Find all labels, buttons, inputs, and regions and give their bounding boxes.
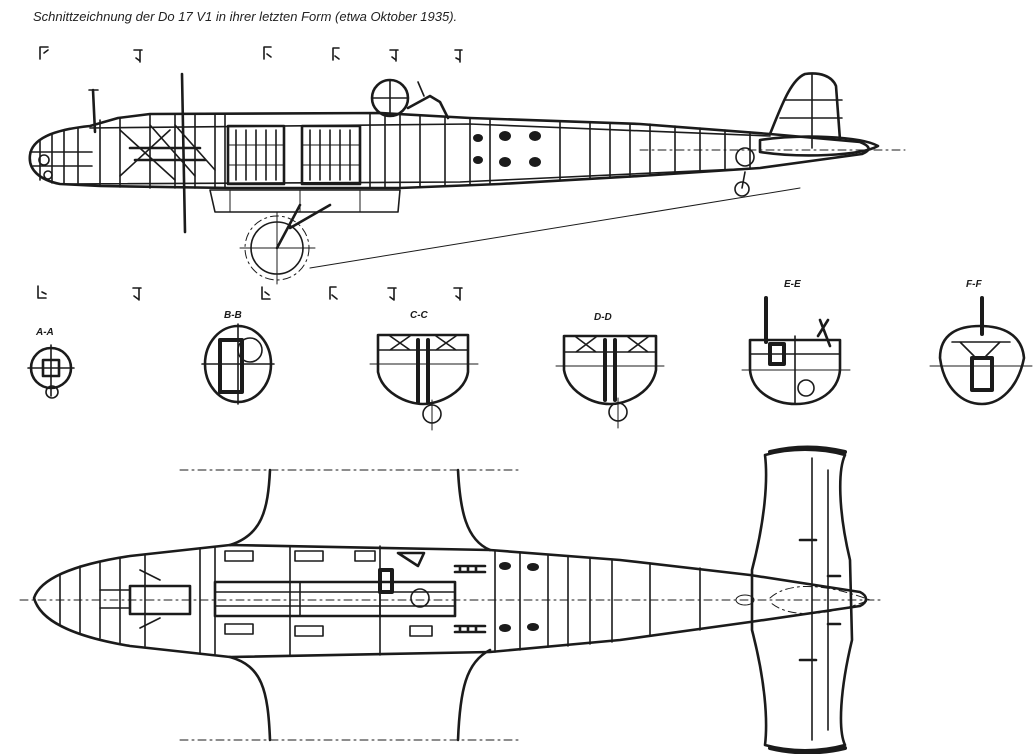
tail-wheel: [734, 171, 750, 197]
section-markers-top: [39, 46, 463, 63]
side-view: [28, 46, 906, 301]
caption: Schnittzeichnung der Do 17 V1 in ihrer l…: [33, 9, 458, 24]
plan-tailplane: [750, 448, 854, 752]
horizontal-stabilizer: [758, 135, 880, 157]
section-e-label: E-E: [784, 279, 801, 290]
section-d-label: D-D: [594, 312, 612, 323]
section-markers-bottom: [37, 285, 463, 301]
bomb-bay-aft: [300, 124, 362, 186]
section-b: B-B: [201, 310, 275, 405]
plan-fuselage-outline: [32, 543, 868, 659]
plan-exhausts: [453, 564, 487, 634]
section-e: E-E: [741, 279, 851, 406]
dorsal-cupola: [370, 78, 450, 120]
section-f: F-F: [929, 279, 1033, 406]
plan-windows: [499, 562, 539, 632]
section-d: D-D: [555, 312, 665, 429]
propeller: [180, 72, 187, 234]
section-a: A-A: [27, 327, 75, 399]
bomb-bay-forward: [226, 124, 286, 186]
main-gear: [239, 203, 332, 285]
side-wing-root: [209, 189, 401, 213]
plan-wing-outline: [228, 468, 492, 742]
section-a-label: A-A: [35, 327, 54, 338]
section-f-label: F-F: [966, 279, 982, 290]
nose-framing: [29, 127, 93, 186]
plan-openings: [224, 550, 433, 637]
rear-windows: [473, 131, 541, 167]
plan-view: [19, 445, 881, 754]
side-fuselage-outline: [28, 111, 870, 190]
section-c-label: C-C: [410, 310, 429, 321]
ground-line: [309, 187, 801, 269]
section-c: C-C: [369, 310, 479, 431]
vertical-fin: [768, 72, 842, 142]
plan-bomb-bay: [213, 580, 457, 618]
section-b-label: B-B: [224, 310, 242, 321]
